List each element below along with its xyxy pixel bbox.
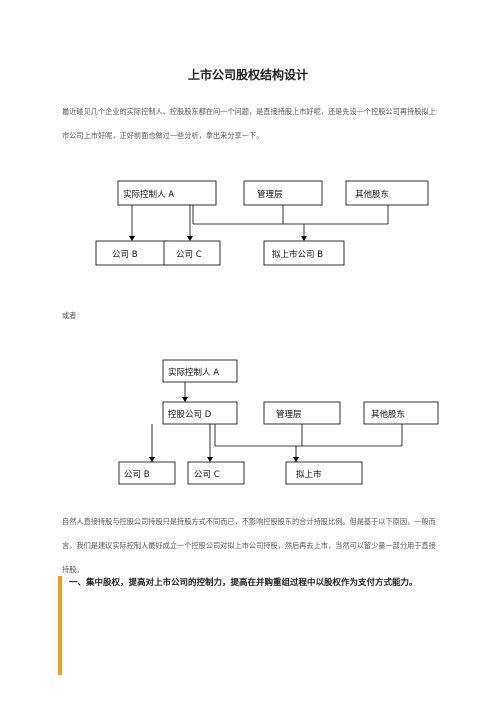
box-label: 公司 C — [194, 470, 220, 480]
box-label: 拟上市公司 B — [272, 249, 323, 260]
box-pre-ipo-company-b — [263, 240, 345, 266]
box-label: 其他股东 — [371, 409, 405, 420]
box-actual-controller-a — [162, 359, 238, 383]
or-text: 或者 — [62, 311, 77, 320]
box-label: 公司 B — [124, 470, 150, 480]
box-other-shareholders — [345, 180, 429, 206]
box-label: 实际控制人 A — [123, 189, 174, 200]
box-company-b — [95, 240, 169, 266]
box-holding-company-d — [162, 401, 238, 425]
section-heading: 一、集中股权，提高对上市公司的控制力，提高在并购重组过程中以股权作为支付方式能力… — [69, 578, 418, 588]
page-title: 上市公司股权结构设计 — [187, 68, 308, 82]
box-label: 实际控制人 A — [168, 367, 219, 378]
conclusion-paragraph: 自然人直接持股与控股公司持股只是持股方式不同而已，不影响控股股东的合计持股比例。… — [62, 517, 436, 574]
diagram-2: 实际控制人 A 控股公司 D 管理层 其他股东 公司 B 公司 C 拟 — [118, 359, 439, 485]
box-label: 拟上市 — [296, 469, 322, 480]
box-label: 其他股东 — [355, 189, 389, 200]
box-actual-controller-a — [117, 180, 217, 206]
box-label: 控股公司 D — [168, 409, 212, 420]
diagram-1: 实际控制人 A 管理层 其他股东 公司 B 公司 C 拟上市公司 B — [95, 180, 429, 266]
box-label: 公司 C — [176, 250, 202, 260]
box-other-shareholders — [363, 401, 439, 425]
box-pre-ipo — [285, 461, 363, 485]
box-label: 管理层 — [276, 409, 302, 420]
intro-paragraph: 最近碰见几个企业的实际控制人、控股股东都在问一个问题，是直接持股上市好呢，还是先… — [62, 107, 436, 140]
box-label: 公司 B — [112, 250, 138, 260]
box-company-c — [163, 240, 221, 266]
box-management — [243, 180, 323, 206]
section-heading-block: 一、集中股权，提高对上市公司的控制力，提高在并购重组过程中以股权作为支付方式能力… — [58, 576, 442, 675]
box-company-c — [187, 461, 245, 485]
box-company-b — [118, 461, 176, 485]
box-label: 管理层 — [257, 189, 283, 200]
